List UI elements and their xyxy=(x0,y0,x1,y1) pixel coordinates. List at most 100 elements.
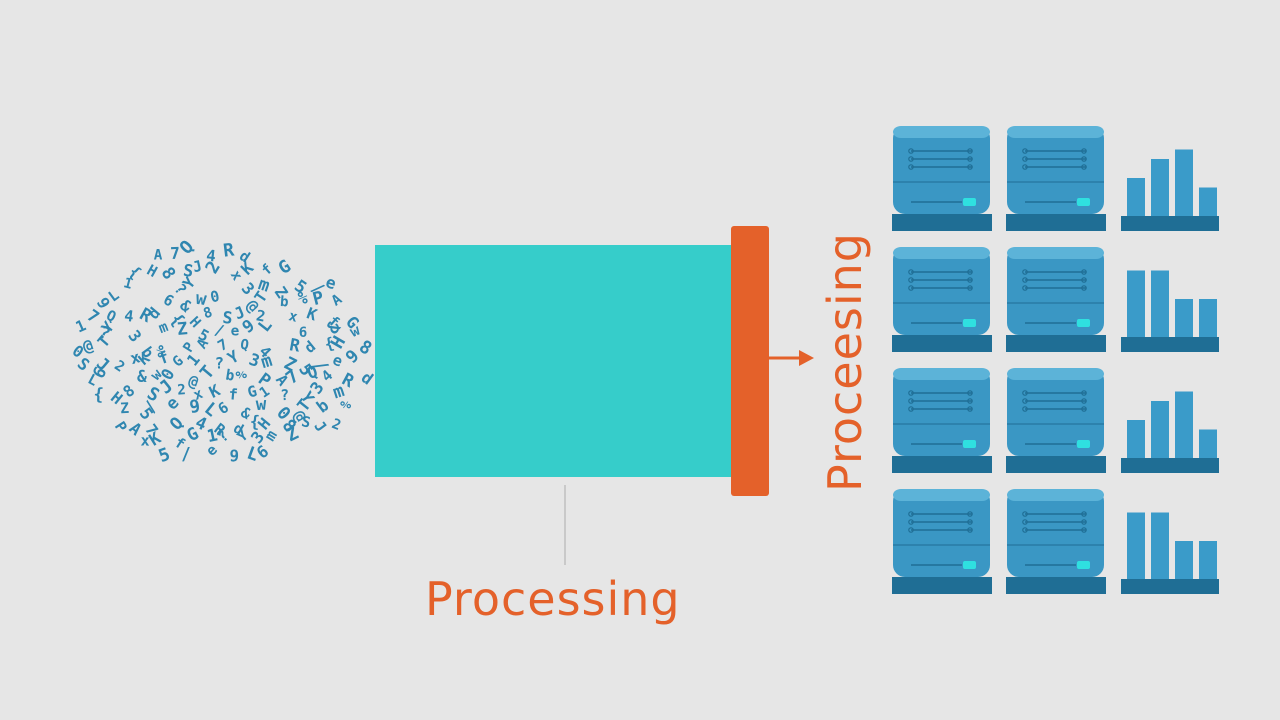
raw-data-symbol: 6 xyxy=(160,290,177,310)
bar-chart-icon xyxy=(1121,512,1219,594)
raw-data-symbol: 9 xyxy=(188,397,201,418)
raw-data-symbol: b xyxy=(224,368,235,385)
raw-data-symbol: 2 xyxy=(255,306,267,325)
output-grid xyxy=(892,126,1219,594)
server-stack-icon xyxy=(892,247,992,352)
raw-data-symbol: { xyxy=(249,412,260,432)
raw-data-symbol: A xyxy=(154,248,163,264)
raw-data-symbol: 1 xyxy=(122,275,134,293)
raw-data-symbol: P xyxy=(311,287,326,310)
raw-data-symbol: { xyxy=(93,384,104,405)
server-stack-icon xyxy=(1006,126,1106,231)
server-stack-icon xyxy=(892,368,992,473)
raw-data-symbol: 2 xyxy=(177,382,187,399)
chart-bar xyxy=(1127,178,1145,216)
raw-data-symbol: J xyxy=(310,417,330,435)
chart-bar xyxy=(1127,512,1145,579)
raw-data-symbol: 2 xyxy=(111,358,127,376)
raw-data-symbol: % xyxy=(297,287,308,307)
raw-data-symbol: Z xyxy=(176,319,188,340)
raw-data-symbol: x xyxy=(287,308,300,326)
raw-data-symbol: b xyxy=(280,294,290,311)
raw-data-symbol: 3 xyxy=(124,326,145,345)
server-stack-icon xyxy=(1006,247,1106,352)
raw-data-symbol: H xyxy=(144,261,161,281)
raw-data-symbol: S xyxy=(222,308,234,328)
raw-data-symbol: 1 xyxy=(205,425,219,447)
raw-data-symbol: 5 xyxy=(156,444,173,467)
server-stack-icon xyxy=(1006,368,1106,473)
chart-bar xyxy=(1151,512,1169,579)
raw-data-symbol: 7 xyxy=(170,244,180,263)
raw-data-symbol: e xyxy=(323,272,338,293)
server-stack-icon xyxy=(1006,489,1106,594)
raw-data-symbol: % xyxy=(338,396,354,414)
raw-data-symbol: R xyxy=(288,335,302,357)
main-processing-label: Processing xyxy=(425,572,681,626)
raw-data-symbol: / xyxy=(213,320,226,340)
raw-data-symbol: { xyxy=(323,334,336,354)
server-stack-icon xyxy=(892,126,992,231)
raw-data-symbol: G xyxy=(245,382,258,402)
chart-baseline xyxy=(1121,216,1219,231)
raw-data-symbol: x xyxy=(140,432,149,450)
chart-bar xyxy=(1127,270,1145,337)
raw-data-symbol: % xyxy=(233,366,251,385)
arrow-right-icon xyxy=(769,350,814,366)
raw-data-symbol: w xyxy=(347,321,363,341)
raw-data-symbol: A xyxy=(329,291,346,309)
chart-bar xyxy=(1199,299,1217,337)
filter-bar xyxy=(731,226,769,496)
raw-data-symbol: 2 xyxy=(329,416,343,434)
raw-data-symbol: @ xyxy=(80,335,96,356)
raw-data-symbol: d xyxy=(301,337,319,357)
raw-data-symbol: ? xyxy=(215,355,224,373)
chart-bar xyxy=(1151,159,1169,216)
raw-data-symbol: b xyxy=(313,396,332,417)
raw-data-symbol: S xyxy=(300,413,312,431)
raw-data-symbol: 4 xyxy=(205,246,216,266)
processing-block xyxy=(375,245,735,477)
server-stack-icon xyxy=(892,489,992,594)
raw-data-symbol: 4 xyxy=(123,307,134,326)
bar-chart-icon xyxy=(1121,270,1219,352)
raw-data-symbol: 9 xyxy=(229,446,239,465)
chart-baseline xyxy=(1121,579,1219,594)
raw-data-symbol: L xyxy=(255,316,277,336)
raw-data-symbol: d xyxy=(358,368,377,389)
chart-bar xyxy=(1175,299,1193,337)
side-processing-label: Proceesing xyxy=(818,232,872,492)
chart-baseline xyxy=(1121,337,1219,352)
chart-bar xyxy=(1199,429,1217,458)
chart-baseline xyxy=(1121,458,1219,473)
raw-data-symbol: w xyxy=(255,395,267,416)
raw-data-symbol: / xyxy=(180,444,191,465)
chart-bar xyxy=(1151,401,1169,458)
chart-bar xyxy=(1151,270,1169,337)
chart-bar xyxy=(1127,420,1145,458)
raw-data-symbol: Z xyxy=(283,423,302,447)
bar-chart-icon xyxy=(1121,391,1219,473)
raw-data-symbol: G xyxy=(275,256,295,279)
raw-data-symbol: e xyxy=(231,323,240,339)
bar-chart-icon xyxy=(1121,149,1219,231)
chart-bar xyxy=(1199,541,1217,579)
chart-bar xyxy=(1175,391,1193,458)
raw-data-symbol: f xyxy=(228,385,239,404)
raw-data-symbol: H xyxy=(186,314,204,331)
raw-data-symbol: S xyxy=(182,261,194,281)
chart-bar xyxy=(1199,187,1217,216)
raw-data-symbol: 6 xyxy=(299,325,308,341)
raw-data-symbol: Z xyxy=(120,400,130,417)
raw-data-symbol: J xyxy=(191,257,204,277)
raw-data-symbol: 0 xyxy=(209,287,222,306)
raw-data-symbol: w xyxy=(194,289,208,310)
chart-bar xyxy=(1175,149,1193,216)
raw-data-symbol: 8 xyxy=(157,264,179,284)
raw-data-symbol: R xyxy=(222,239,235,261)
raw-data-symbol: Q xyxy=(239,337,250,354)
raw-data-symbol: f xyxy=(156,347,171,368)
chart-bar xyxy=(1175,541,1193,579)
